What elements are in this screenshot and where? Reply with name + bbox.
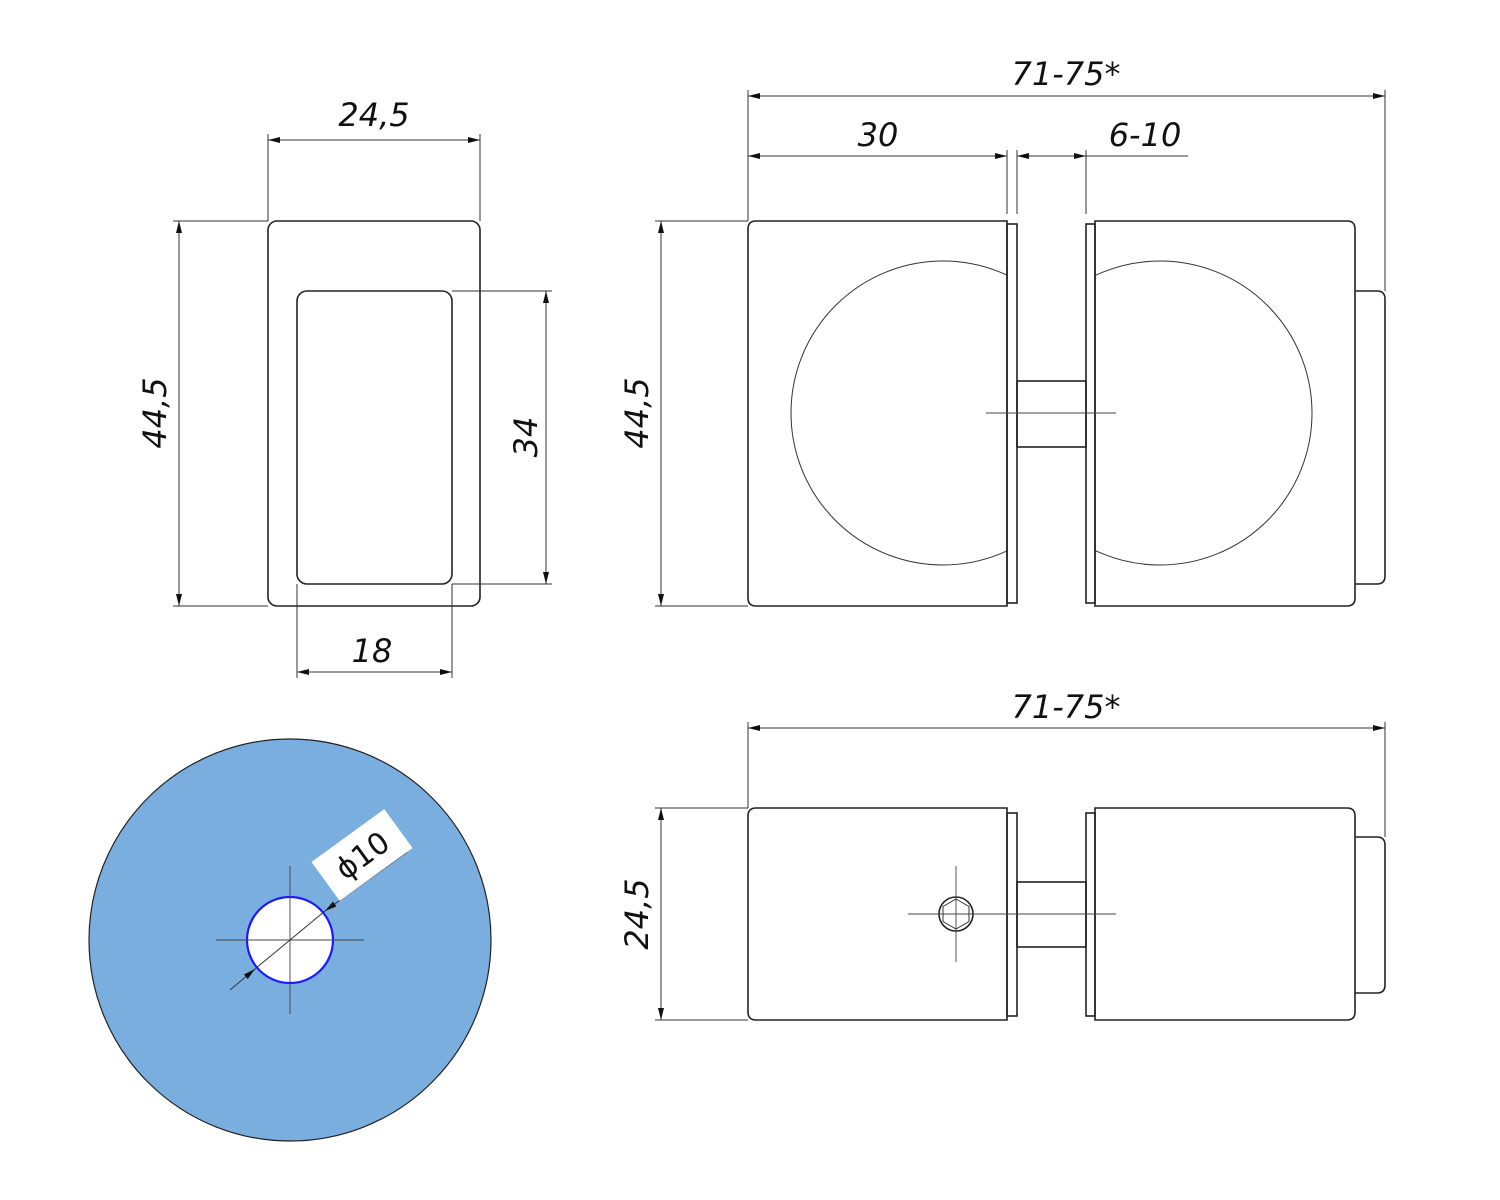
hole-view: ϕ10 [88,738,492,1142]
side-height-label: 44,5 [136,377,174,448]
dim-inner-height: 34 [452,290,552,585]
dim-side-height: 44,5 [136,220,268,607]
right-flange [1085,223,1096,604]
side-outer-outline [267,220,481,607]
side-view: 24,5 44,5 34 18 [136,96,552,678]
side-width-label: 24,5 [338,96,409,134]
connecting-shaft [1016,380,1087,448]
front-total-label: 71-75* [1012,55,1121,93]
end-cap [1355,290,1386,585]
dim-inner-width: 18 [296,584,453,678]
left-knob-body [747,220,1008,607]
top-total-label: 71-75* [1012,688,1121,726]
dim-front-total: 71-75* [747,55,1386,291]
connecting-shaft-top [1016,881,1087,948]
top-view: 71-75* 24,5 [618,688,1386,1021]
right-knob-body [1094,220,1356,607]
diameter-line [254,910,326,970]
left-knob-circle [790,260,1007,566]
dim-glass-gap: 6-10 [1016,116,1188,214]
left-knob-body-top [747,807,1008,1021]
front-view: 71-75* 30 6-10 44,5 [618,55,1386,607]
right-knob-body-top [1094,807,1356,1021]
front-height-label: 44,5 [618,377,656,448]
knob-length-label: 30 [858,116,899,154]
end-cap-top [1355,836,1386,994]
right-knob-circle [1095,260,1313,566]
dim-side-width: 24,5 [267,96,481,221]
left-flange-top [1006,812,1018,1017]
left-flange [1006,223,1018,604]
dim-top-height: 24,5 [618,807,748,1021]
top-height-label: 24,5 [618,878,656,949]
right-flange-top [1085,812,1096,1017]
dim-top-total: 71-75* [747,688,1386,837]
dim-front-height: 44,5 [618,220,748,607]
side-inner-outline [296,290,453,585]
dim-knob-length: 30 [748,116,1008,214]
inner-height-label: 34 [507,417,545,458]
glass-gap-label: 6-10 [1109,116,1182,154]
inner-width-label: 18 [352,632,393,670]
diameter-leader-lower [229,968,256,991]
